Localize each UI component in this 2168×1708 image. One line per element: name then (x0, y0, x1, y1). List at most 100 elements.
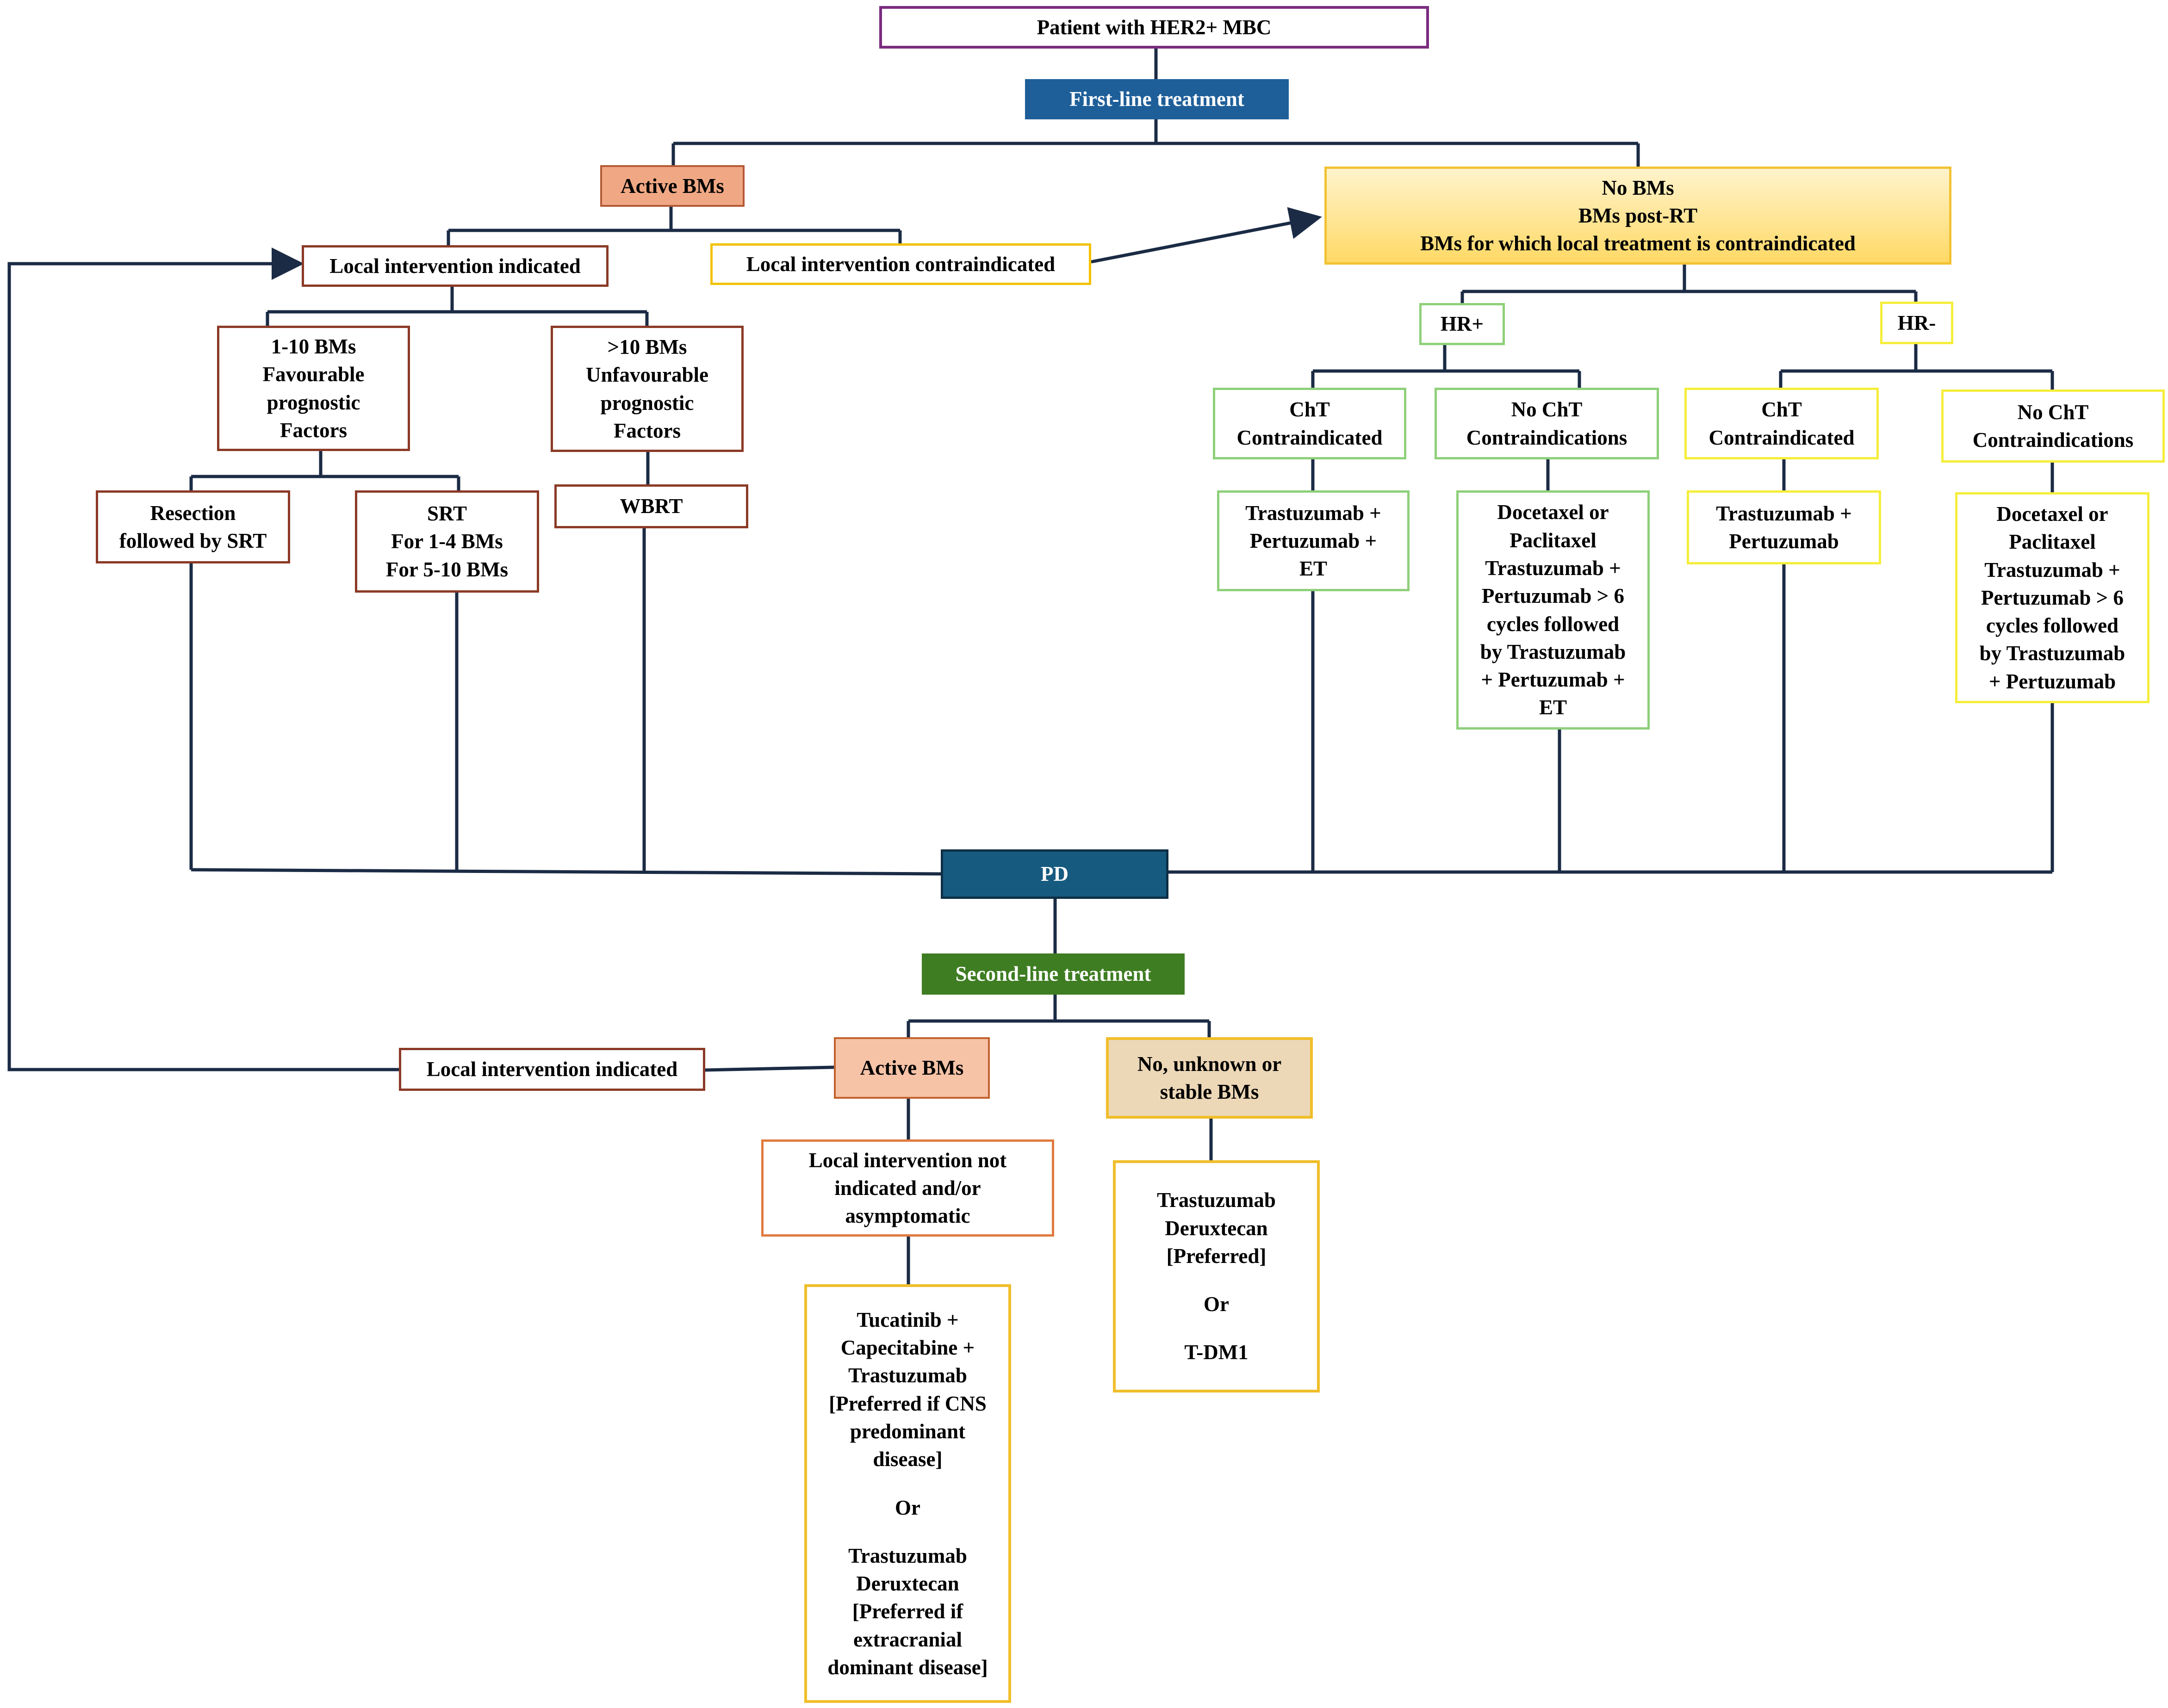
patient-label: Patient with HER2+ MBC (1037, 15, 1272, 39)
resection-line: Resection (150, 501, 236, 525)
treatment-line: Trastuzumab (848, 1544, 967, 1567)
cht-contra-line: Contraindicated (1236, 426, 1383, 449)
treatment-line: Pertuzumab + (1249, 529, 1377, 552)
hr-positive-label: HR+ (1440, 312, 1484, 336)
treatment-line: Paclitaxel (1510, 528, 1596, 552)
active-bms-second-label: Active BMs (860, 1056, 964, 1080)
few-bms-box: 1-10 BMs Favourable prognostic Factors (217, 326, 410, 451)
few-bms-line: Favourable (262, 363, 365, 386)
hr-positive-box: HR+ (1419, 303, 1505, 345)
resection-box: Resection followed by SRT (96, 490, 290, 563)
resection-line: followed by SRT (119, 529, 267, 552)
active-bms-box: Active BMs (600, 165, 745, 207)
local-indicated-second-label: Local intervention indicated (426, 1058, 678, 1081)
treatment-line: Pertuzumab > 6 (1481, 584, 1625, 608)
active-bms-second-box: Active BMs (834, 1037, 990, 1099)
hrpos-chemo-treatment-box: Docetaxel or Paclitaxel Trastuzumab + Pe… (1456, 490, 1650, 730)
treatment-line: ET (1299, 557, 1328, 581)
hrpos-endocrine-treatment-box: Trastuzumab + Pertuzumab + ET (1217, 490, 1410, 591)
no-bms-line: No BMs (1602, 176, 1674, 199)
local-indicated-label: Local intervention indicated (329, 254, 581, 278)
treatment-line: + Pertuzumab + (1481, 668, 1625, 692)
not-indicated-line: Local intervention not (808, 1148, 1007, 1172)
hrpos-cht-contraindicated-box: ChT Contraindicated (1213, 388, 1406, 459)
treatment-line: [Preferred if (852, 1600, 963, 1623)
first-line-box: First-line treatment (1025, 79, 1289, 119)
no-bms-box: No BMs BMs post-RT BMs for which local t… (1324, 167, 1951, 265)
many-bms-line: prognostic (600, 391, 694, 415)
treatment-line: disease] (873, 1448, 943, 1471)
not-indicated-line: asymptomatic (845, 1204, 970, 1228)
hrneg-antibody-treatment-box: Trastuzumab + Pertuzumab (1687, 490, 1881, 564)
hrneg-cht-contraindicated-box: ChT Contraindicated (1684, 388, 1879, 459)
cht-contra-line: ChT (1761, 398, 1802, 421)
local-indicated-box: Local intervention indicated (302, 245, 609, 287)
stable-bms-line: No, unknown or (1137, 1052, 1282, 1076)
treatment-line: Docetaxel or (1497, 501, 1609, 524)
connector-feedback-loop (7, 248, 399, 1071)
no-cht-contra-line: No ChT (2017, 400, 2089, 424)
treatment-line: predominant (850, 1419, 966, 1443)
not-indicated-line: indicated and/or (834, 1176, 981, 1200)
treatment-line: Pertuzumab (1729, 530, 1839, 553)
stable-bms-line: stable BMs (1160, 1080, 1259, 1103)
or-label: Or (895, 1496, 920, 1519)
treatment-line: + Pertuzumab (1988, 669, 2116, 693)
srt-line: SRT (427, 502, 467, 526)
local-indicated-second-box: Local intervention indicated (399, 1048, 705, 1091)
treatment-line: Tucatinib + (857, 1308, 959, 1331)
treatment-line: [Preferred if CNS (829, 1392, 987, 1415)
no-cht-contra-line: Contraindications (1466, 426, 1628, 449)
hr-negative-box: HR- (1880, 302, 1953, 344)
treatment-line: Trastuzumab + (1984, 558, 2120, 582)
treatment-line: Deruxtecan (1165, 1216, 1268, 1240)
wbrt-box: WBRT (554, 484, 748, 528)
treatment-line: by Trastuzumab (1480, 640, 1626, 663)
treatment-line: Trastuzumab + (1716, 501, 1852, 525)
hrneg-no-cht-contraindications-box: No ChT Contraindications (1941, 390, 2165, 463)
no-cht-contra-line: No ChT (1511, 398, 1583, 421)
srt-box: SRT For 1-4 BMs For 5-10 BMs (355, 490, 539, 593)
treatment-line: Trastuzumab + (1245, 501, 1381, 525)
second-line-label: Second-line treatment (955, 962, 1151, 986)
treatment-line: extracranial (853, 1628, 962, 1651)
tucatinib-treatment-box: Tucatinib + Capecitabine + Trastuzumab [… (804, 1284, 1011, 1703)
few-bms-line: prognostic (267, 390, 360, 414)
active-bms-label: Active BMs (621, 174, 724, 198)
treatment-line: Pertuzumab > 6 (1981, 586, 2124, 609)
few-bms-line: 1-10 BMs (271, 334, 356, 358)
tdxd-treatment-box: Trastuzumab Deruxtecan [Preferred] Or T-… (1113, 1160, 1320, 1392)
srt-line: For 5-10 BMs (385, 557, 509, 581)
second-line-box: Second-line treatment (922, 953, 1185, 995)
treatment-line: Docetaxel or (1996, 502, 2108, 526)
cht-contra-line: Contraindicated (1708, 426, 1855, 449)
treatment-line: cycles followed (1986, 614, 2119, 637)
treatment-line: by Trastuzumab (1979, 642, 2125, 665)
stable-bms-box: No, unknown or stable BMs (1106, 1037, 1313, 1119)
connector-pd-left (191, 868, 942, 876)
no-bms-line: BMs for which local treatment is contrai… (1420, 232, 1856, 255)
treatment-line: Trastuzumab (1157, 1188, 1276, 1212)
connector-contraindicated-arrow (1091, 207, 1322, 264)
srt-line: For 1-4 BMs (391, 530, 503, 553)
local-contraindicated-label: Local intervention contraindicated (746, 252, 1056, 276)
many-bms-box: >10 BMs Unfavourable prognostic Factors (551, 326, 744, 452)
hr-negative-label: HR- (1897, 311, 1936, 334)
many-bms-line: Unfavourable (585, 363, 708, 387)
many-bms-line: >10 BMs (607, 335, 687, 359)
many-bms-line: Factors (614, 419, 681, 442)
few-bms-line: Factors (280, 418, 347, 442)
treatment-line: Trastuzumab + (1485, 556, 1621, 580)
local-contraindicated-box: Local intervention contraindicated (710, 243, 1091, 285)
treatment-line: Deruxtecan (856, 1572, 959, 1596)
cht-contra-line: ChT (1289, 398, 1330, 421)
treatment-line: Capecitabine + (840, 1336, 975, 1360)
patient-box: Patient with HER2+ MBC (879, 6, 1429, 49)
treatment-line: Paclitaxel (2009, 530, 2096, 554)
no-bms-line: BMs post-RT (1578, 204, 1698, 227)
hrpos-no-cht-contraindications-box: No ChT Contraindications (1435, 388, 1659, 459)
hrneg-chemo-treatment-box: Docetaxel or Paclitaxel Trastuzumab + Pe… (1955, 492, 2149, 703)
treatment-line: T-DM1 (1184, 1341, 1249, 1364)
